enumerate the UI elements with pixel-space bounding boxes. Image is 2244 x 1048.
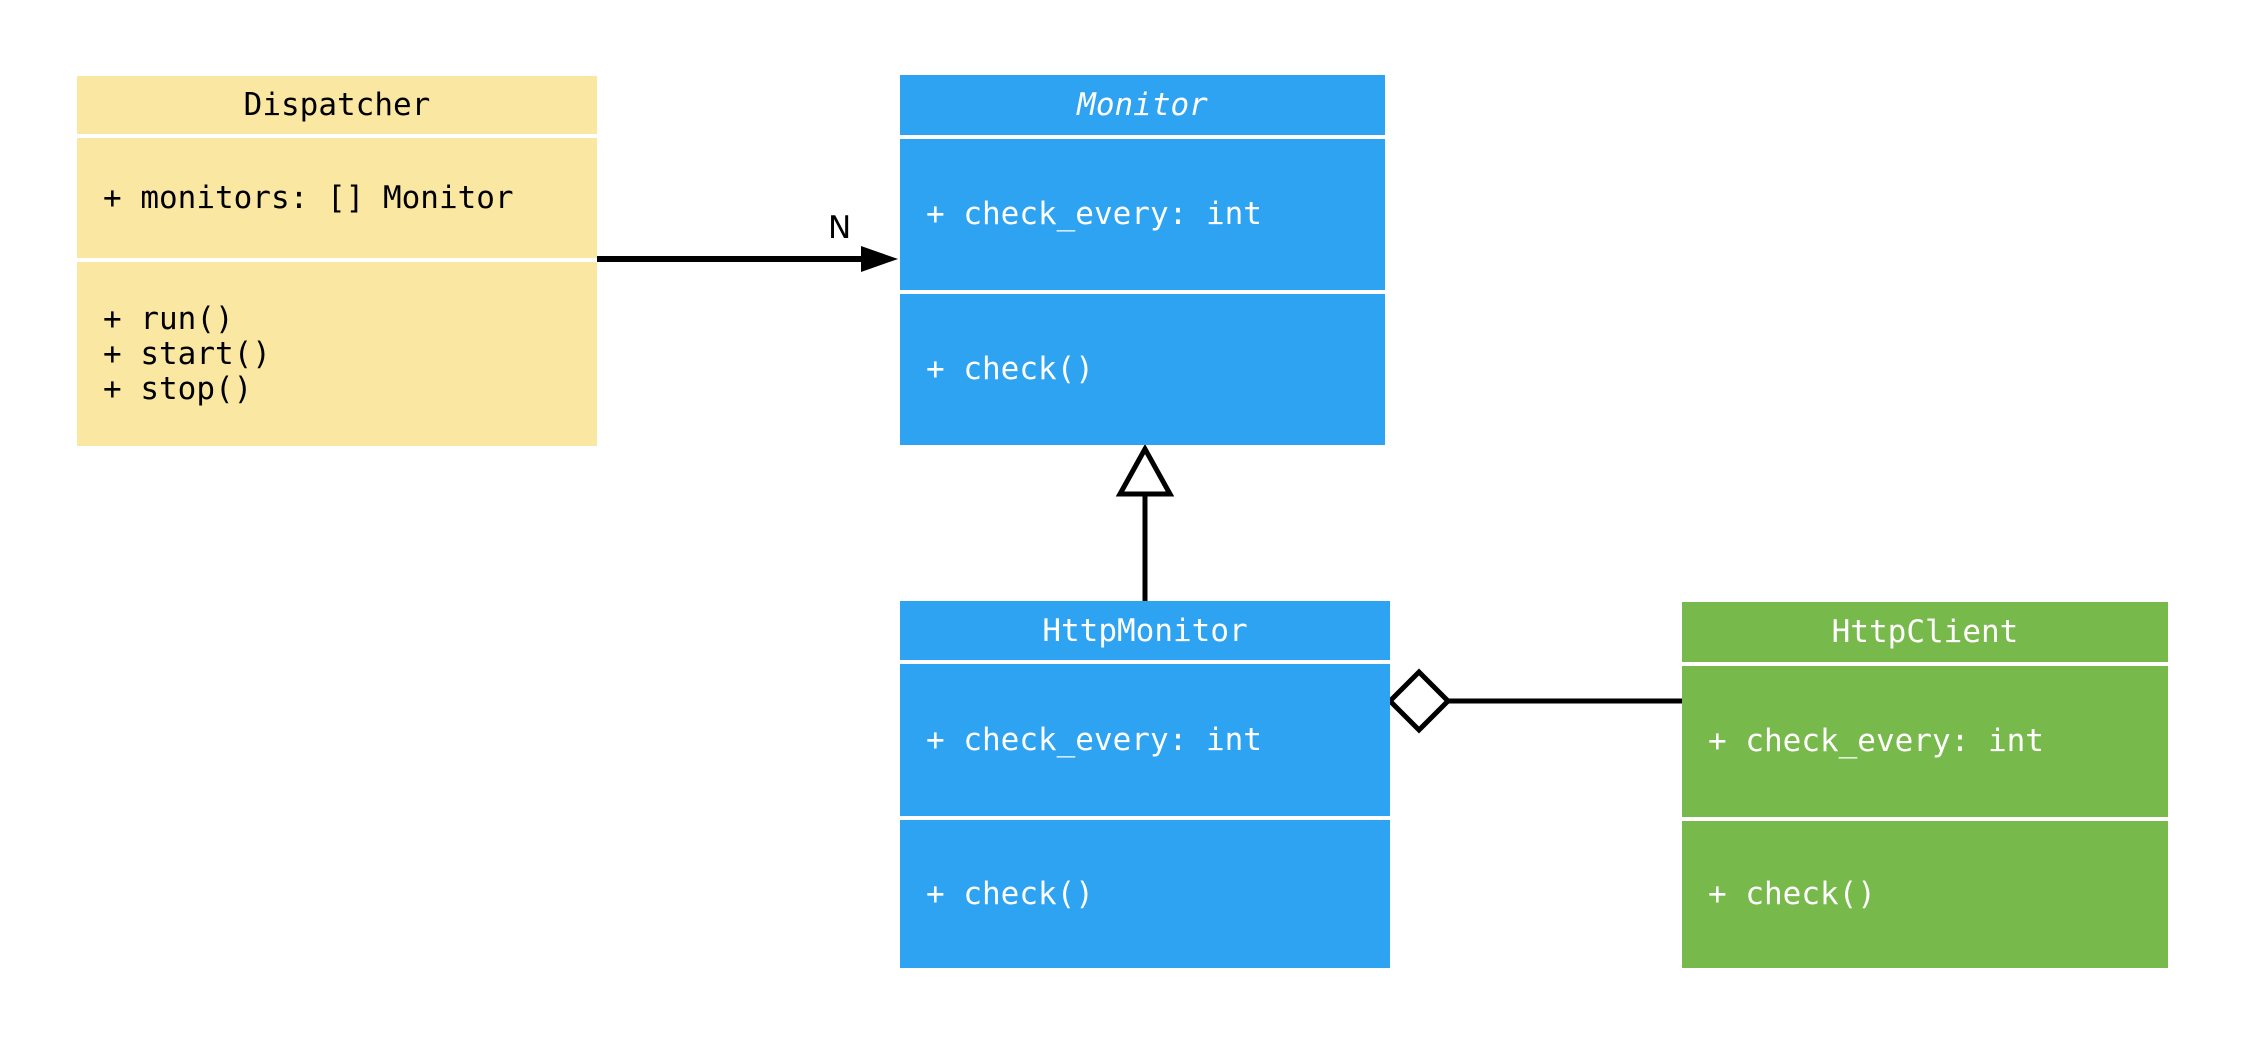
- dispatcher-attribute: + monitors: [] Monitor: [103, 179, 514, 216]
- monitor-methods-section: + check(): [900, 294, 1385, 445]
- http-client-methods-section: + check(): [1682, 821, 2168, 968]
- http-monitor-attributes-section: + check_every: int: [900, 664, 1390, 816]
- http-client-class-title: HttpClient: [1831, 614, 2019, 650]
- http-monitor-method: + check(): [926, 875, 1094, 912]
- dispatcher-method: + run(): [103, 300, 234, 337]
- http-client-method: + check(): [1708, 876, 1876, 912]
- association-arrowhead-icon: [861, 246, 898, 272]
- http-client-attributes-section: + check_every: int: [1682, 666, 2168, 817]
- http-monitor-attribute: + check_every: int: [926, 721, 1262, 758]
- dispatcher-title-row: Dispatcher: [77, 76, 597, 134]
- class-node-monitor[interactable]: Monitor + check_every: int + check(): [900, 75, 1385, 445]
- monitor-attribute: + check_every: int: [926, 196, 1262, 232]
- http-monitor-title-row: HttpMonitor: [900, 601, 1390, 660]
- http-client-attribute: + check_every: int: [1708, 723, 2044, 759]
- http-client-title-row: HttpClient: [1682, 602, 2168, 662]
- dispatcher-attributes-section: + monitors: [] Monitor: [77, 138, 597, 258]
- dispatcher-class-title: Dispatcher: [243, 87, 431, 123]
- multiplicity-label: N: [828, 210, 852, 246]
- class-node-dispatcher[interactable]: Dispatcher + monitors: [] Monitor + run(…: [77, 76, 597, 446]
- monitor-attributes-section: + check_every: int: [900, 139, 1385, 290]
- dispatcher-methods-section: + run() + start() + stop(): [77, 262, 597, 446]
- http-monitor-methods-section: + check(): [900, 820, 1390, 968]
- http-monitor-class-title: HttpMonitor: [1042, 612, 1248, 649]
- inheritance-triangle-icon: [1115, 443, 1175, 497]
- dispatcher-method: + stop(): [103, 370, 253, 407]
- dispatcher-method: + start(): [103, 335, 271, 372]
- monitor-method: + check(): [926, 351, 1094, 387]
- monitor-class-title: Monitor: [1077, 87, 1208, 123]
- class-node-http-client[interactable]: HttpClient + check_every: int + check(): [1682, 602, 2168, 968]
- monitor-title-row: Monitor: [900, 75, 1385, 135]
- class-node-http-monitor[interactable]: HttpMonitor + check_every: int + check(): [900, 601, 1390, 968]
- aggregation-diamond-icon: [1386, 668, 1452, 734]
